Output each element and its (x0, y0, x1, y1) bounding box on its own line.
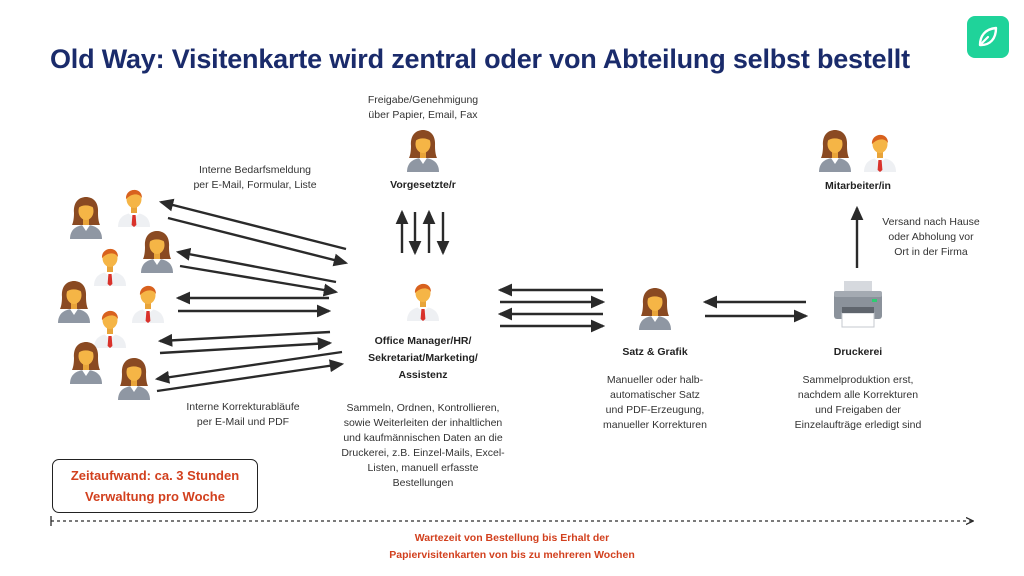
arrow-correction-3 (154, 350, 343, 384)
office-tasks-note: Sammeln, Ordnen, Kontrollieren, sowie We… (341, 402, 505, 489)
leaf-icon (978, 26, 998, 47)
print-tasks-note: Sammelproduktion erst, nachdem alle Korr… (794, 374, 922, 431)
arrow-correction-1 (157, 330, 331, 347)
requester-woman-4 (70, 342, 102, 384)
printer-icon (834, 281, 882, 328)
arrow-correction-2 (159, 337, 333, 355)
approval-note: Freigabe/Genehmigung über Papier, Email,… (367, 94, 479, 121)
requester-woman-5 (118, 358, 150, 400)
shipping-note: Versand nach Hause oder Abholung vor Ort… (882, 216, 980, 258)
arrow-request-1 (158, 198, 347, 251)
waiting-time-text: Wartezeit von Bestellung bis Erhalt der … (389, 532, 635, 561)
office-manager-avatar (407, 283, 439, 321)
employee-man-avatar (864, 134, 896, 172)
requester-man-4 (94, 310, 126, 348)
requester-woman-2 (141, 231, 173, 273)
design-label: Satz & Grafik (622, 346, 688, 358)
office-manager-label: Office Manager/HR/ Sekretariat/Marketing… (368, 335, 478, 381)
requester-woman-3 (58, 281, 90, 323)
arrow-request-3 (175, 247, 337, 284)
design-tasks-note: Manueller oder halb- automatischer Satz … (603, 374, 707, 431)
print-label: Druckerei (833, 346, 883, 358)
arrow-request-4 (179, 264, 339, 297)
arrow-correction-4 (156, 359, 345, 393)
employee-label: Mitarbeiter/in (825, 180, 891, 192)
logo (967, 16, 1009, 58)
internal-correction-note: Interne Korrekturabläufe per E-Mail und … (186, 401, 300, 428)
requester-man-3 (132, 285, 164, 323)
internal-request-note: Interne Bedarfsmeldung per E-Mail, Formu… (193, 164, 317, 191)
employee-woman-avatar (819, 130, 851, 172)
page-title: Old Way: Visitenkarte wird zentral oder … (50, 44, 910, 74)
requester-woman-1 (70, 197, 102, 239)
time-effort-text: Zeitaufwand: ca. 3 Stunden Verwaltung pr… (70, 468, 240, 504)
supervisor-avatar (407, 130, 439, 172)
requester-man-1 (118, 189, 150, 227)
arrow-request-2 (167, 216, 349, 267)
time-effort-box: Zeitaufwand: ca. 3 Stunden Verwaltung pr… (52, 459, 258, 513)
designer-avatar (639, 288, 671, 330)
requester-man-2 (94, 248, 126, 286)
supervisor-label: Vorgesetzte/r (390, 179, 456, 191)
